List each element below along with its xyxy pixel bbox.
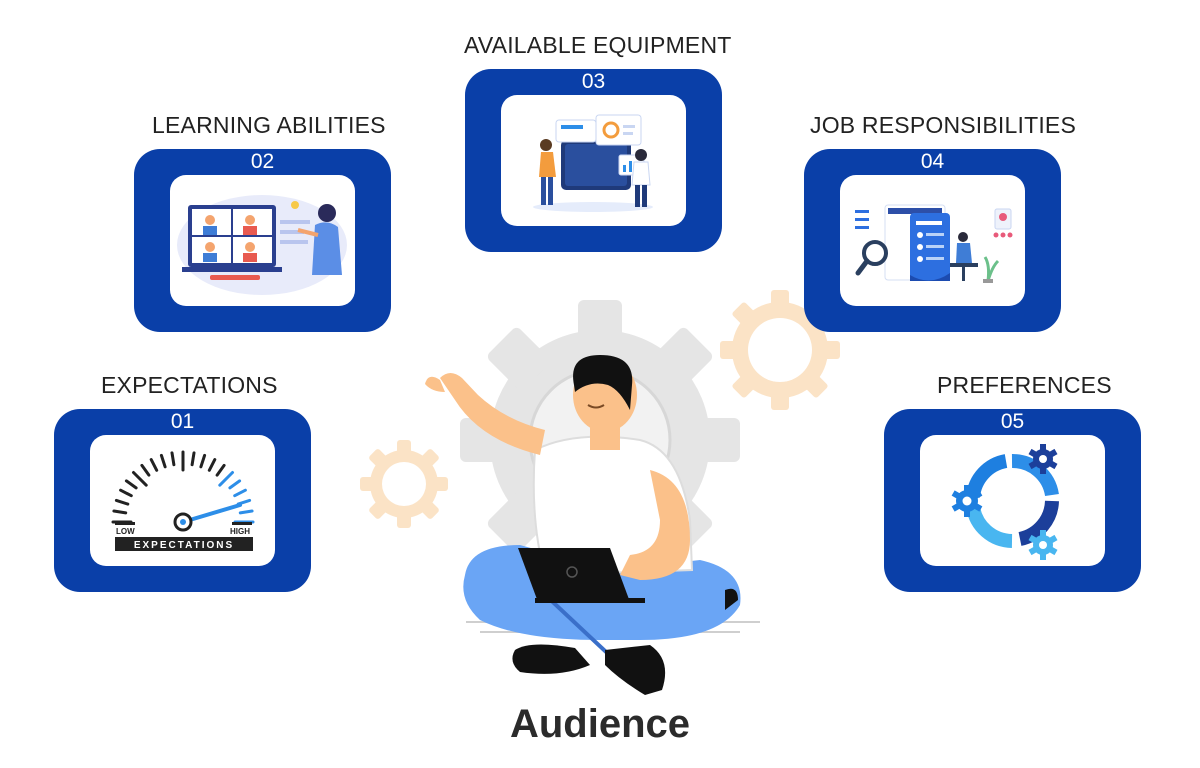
gauge-tick xyxy=(228,479,242,490)
gauge-tick xyxy=(218,471,234,487)
gauge-tick xyxy=(132,471,148,487)
dashboard-presentation-icon xyxy=(533,114,653,212)
gears-icon xyxy=(951,444,1059,560)
card-number: 03 xyxy=(581,70,606,93)
label-preferences: PREFERENCES xyxy=(937,372,1112,398)
gauge-low-label: LOW xyxy=(116,527,135,536)
gauge-icon: LOW HIGH EXPECTATIONS xyxy=(111,450,255,551)
small-gear-left-icon xyxy=(360,440,448,528)
gauge-tick xyxy=(199,453,207,469)
person-with-laptop-icon xyxy=(425,355,741,695)
card-learning-abilities: 02 xyxy=(134,149,391,332)
card-available-equipment: 03 xyxy=(465,69,722,252)
gauge-caption: EXPECTATIONS xyxy=(134,540,234,551)
online-class-icon xyxy=(177,195,347,295)
job-description-icon xyxy=(855,204,1013,283)
card-number: 01 xyxy=(170,410,195,433)
card-job-responsibilities: 04 xyxy=(804,149,1061,332)
gauge-tick xyxy=(170,451,176,467)
gauge-tick xyxy=(124,479,138,490)
gauge-tick xyxy=(114,498,130,506)
label-learning-abilities: LEARNING ABILITIES xyxy=(152,112,386,138)
label-job-responsibilities: JOB RESPONSIBILITIES xyxy=(810,112,1077,138)
card-number: 04 xyxy=(920,150,945,173)
card-expectations: 01 LOW HIGH EXPECTATIONS xyxy=(54,409,311,592)
card-number: 05 xyxy=(1000,410,1025,433)
gauge-tick xyxy=(238,509,254,515)
label-available-equipment: AVAILABLE EQUIPMENT xyxy=(464,32,732,58)
card-number: 02 xyxy=(250,150,275,173)
gauge-tick xyxy=(149,458,159,472)
gauge-tick xyxy=(233,488,247,498)
diagram-title: Audience xyxy=(509,702,691,746)
label-expectations: EXPECTATIONS xyxy=(101,372,278,398)
gauge-high-label: HIGH xyxy=(230,527,250,536)
gauge-tick xyxy=(119,488,133,498)
gauge-tick xyxy=(190,451,196,467)
card-preferences: 05 xyxy=(884,409,1141,592)
gauge-tick xyxy=(207,458,217,472)
gauge-tick xyxy=(112,509,128,515)
gauge-tick xyxy=(140,463,151,477)
gauge-tick xyxy=(159,453,167,469)
gauge-tick xyxy=(215,463,226,477)
